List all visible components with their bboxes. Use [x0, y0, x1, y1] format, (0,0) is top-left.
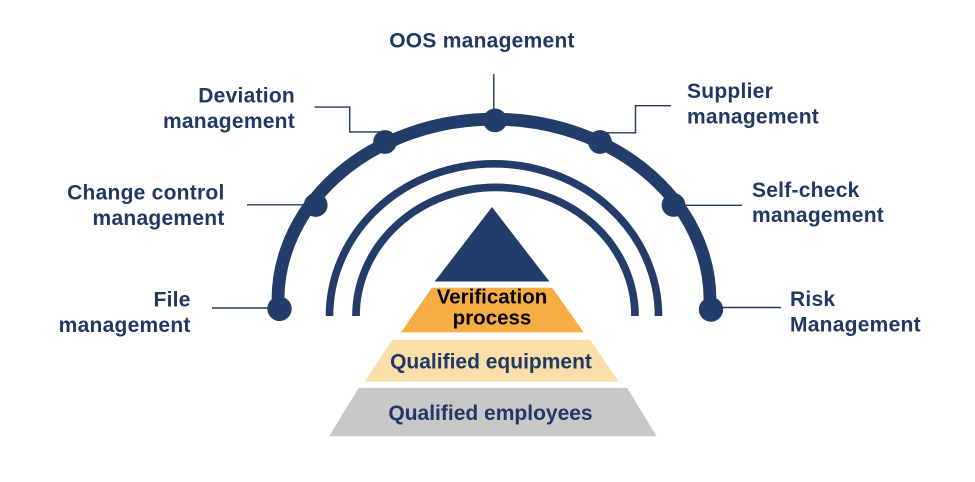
svg-text:Self-check: Self-check: [752, 179, 860, 202]
svg-text:management: management: [752, 204, 884, 227]
svg-text:Verification: Verification: [437, 286, 548, 309]
svg-text:Qualified equipment: Qualified equipment: [390, 350, 592, 373]
svg-text:Deviation: Deviation: [198, 85, 295, 108]
svg-text:management: management: [93, 207, 225, 230]
svg-text:management: management: [163, 110, 295, 133]
svg-text:Change control: Change control: [67, 182, 225, 205]
svg-text:Supplier: Supplier: [687, 80, 773, 103]
svg-text:Risk: Risk: [790, 288, 835, 311]
svg-text:process: process: [453, 306, 532, 329]
svg-text:File: File: [154, 289, 191, 312]
svg-text:OOS management: OOS management: [389, 30, 575, 53]
svg-text:management: management: [59, 314, 191, 337]
svg-text:Management: Management: [790, 313, 921, 336]
svg-text:Qualified employees: Qualified employees: [388, 402, 592, 425]
svg-text:management: management: [687, 105, 819, 128]
